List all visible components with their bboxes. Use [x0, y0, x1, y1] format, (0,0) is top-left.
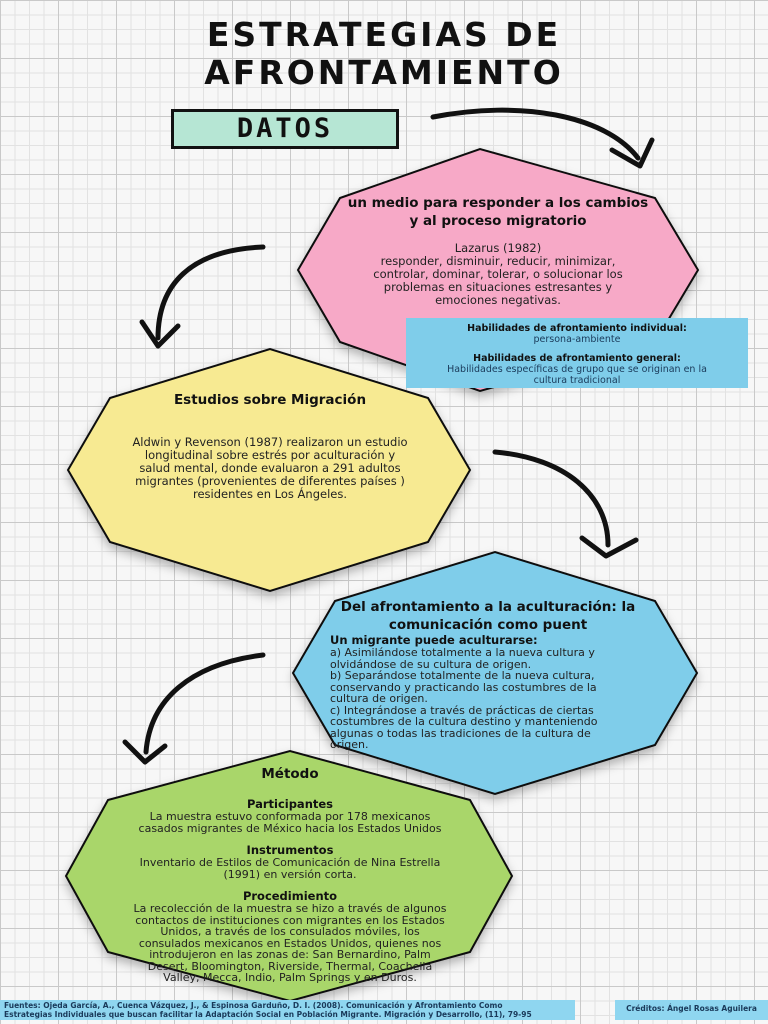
procedimiento-line: Valley, Mecca, Indio, Palm Springs y en …	[163, 971, 417, 984]
participantes-line: La muestra estuvo conformada por 178 mex…	[149, 810, 431, 823]
hex2-line: residentes en Los Ángeles.	[193, 487, 347, 501]
sources-line-1: Fuentes: Ojeda García, A., Cuenca Vázque…	[4, 1001, 503, 1010]
instrumentos-line: Inventario de Estilos de Comunicación de…	[139, 856, 441, 869]
procedimiento-heading: Procedimiento	[242, 889, 338, 903]
procedimiento-line: La recolección de la muestra se hizo a t…	[133, 902, 447, 915]
hex3-line: c) Integrándose a través de prácticas de…	[330, 703, 594, 717]
arrow-4-head	[122, 739, 168, 765]
hex1-title-2: y al proceso migratorio	[409, 213, 587, 229]
page-title: ESTRATEGIAS DE AFRONTAMIENTO	[0, 16, 768, 92]
hex-green	[64, 749, 514, 1003]
info-text-2a: Habilidades específicas de grupo que se …	[447, 364, 707, 375]
hex1-line: Lazarus (1982)	[454, 241, 542, 255]
hex3-line: origen.	[330, 738, 369, 751]
hex2-line: salud mental, donde evaluaron a 291 adul…	[139, 461, 401, 475]
hex2-line: migrantes (provenientes de diferentes pa…	[135, 474, 405, 488]
hex-yellow	[66, 347, 472, 593]
datos-label: DATOS	[171, 109, 399, 149]
info-heading-1: Habilidades de afrontamiento individual:	[467, 323, 687, 334]
hex-acculturation: Del afrontamiento a la aculturación: la …	[318, 598, 658, 634]
hex-migration-response: un medio para responder a los cambios y …	[318, 194, 678, 307]
hex1-line: emociones negativas.	[435, 293, 561, 307]
instrumentos-line: (1991) en versión corta.	[223, 867, 357, 881]
instrumentos-heading: Instrumentos	[246, 843, 334, 857]
hex3-subtitle: Un migrante puede aculturarse:	[330, 633, 538, 647]
arrow-3-head	[579, 535, 639, 559]
hex3-line: b) Separándose totalmente de la nueva cu…	[330, 669, 595, 682]
info-heading-2: Habilidades de afrontamiento general:	[473, 353, 681, 364]
participantes-heading: Participantes	[246, 797, 334, 811]
info-text-2b: cultura tradicional	[533, 375, 621, 386]
hex3-line: costumbres de la cultura destino y mante…	[330, 715, 598, 728]
hex-method: Método Participantes La muestra estuvo c…	[86, 765, 494, 984]
arrow-1	[430, 107, 641, 161]
hex1-line: controlar, dominar, tolerar, o soluciona…	[373, 267, 623, 281]
title-line-1: ESTRATEGIAS DE	[206, 15, 562, 54]
arrow-2	[155, 244, 266, 341]
procedimiento-line: contactos de instituciones con migrantes…	[135, 913, 445, 927]
hex2-line: longitudinal sobre estrés por aculturaci…	[144, 448, 396, 462]
hex-blue	[291, 550, 699, 796]
footer-credits: Créditos: Ángel Rosas Aguilera	[615, 1000, 768, 1020]
footer-sources: Fuentes: Ojeda García, A., Cuenca Vázque…	[0, 1000, 575, 1020]
hex3-line: olvidándose de su cultura de origen.	[330, 657, 532, 671]
procedimiento-line: Unidos, a través de los consulados móvil…	[160, 925, 420, 938]
arrow-1-head	[609, 137, 655, 169]
hex-acculturation-body: Un migrante puede aculturarse: a) Asimil…	[330, 634, 660, 751]
hex-migration-studies: Estudios sobre Migración Aldwin y Revens…	[80, 391, 460, 501]
hex4-title: Método	[261, 766, 319, 782]
hex3-title-1: Del afrontamiento a la aculturación: la	[340, 599, 636, 615]
hex3-line: conservando y practicando las costumbres…	[330, 680, 597, 694]
info-box: Habilidades de afrontamiento individual:…	[406, 318, 748, 388]
hex1-line: responder, disminuir, reducir, minimizar…	[380, 254, 616, 268]
hex3-title-2: comunicación como puent	[388, 617, 588, 633]
procedimiento-line: Desert, Bloomington, Riverside, Thermal,…	[147, 959, 433, 973]
procedimiento-line: introdujeron en las zonas de: San Bernar…	[149, 948, 431, 961]
sources-line-2: Estrategias Individuales que buscan faci…	[4, 1010, 532, 1019]
arrow-2-head	[139, 319, 181, 349]
hex1-title-1: un medio para responder a los cambios	[347, 195, 649, 211]
title-line-2: AFRONTAMIENTO	[204, 53, 564, 92]
hex2-title: Estudios sobre Migración	[173, 392, 367, 408]
hex2-line: Aldwin y Revenson (1987) realizaron un e…	[132, 435, 408, 449]
hex3-line: algunas o todas las tradiciones de la cu…	[330, 726, 591, 740]
hex3-line: cultura de origen.	[330, 692, 428, 705]
procedimiento-line: consulados mexicanos en Estados Unidos, …	[138, 936, 442, 950]
arrow-3	[492, 449, 611, 548]
hex1-line: problemas en situaciones estresantes y	[383, 280, 613, 294]
participantes-line: casados migrantes de México hacia los Es…	[138, 821, 442, 835]
info-text-1: persona-ambiente	[533, 334, 621, 345]
arrow-4	[143, 652, 266, 755]
hex3-line: a) Asimilándose totalmente a la nueva cu…	[330, 646, 595, 659]
